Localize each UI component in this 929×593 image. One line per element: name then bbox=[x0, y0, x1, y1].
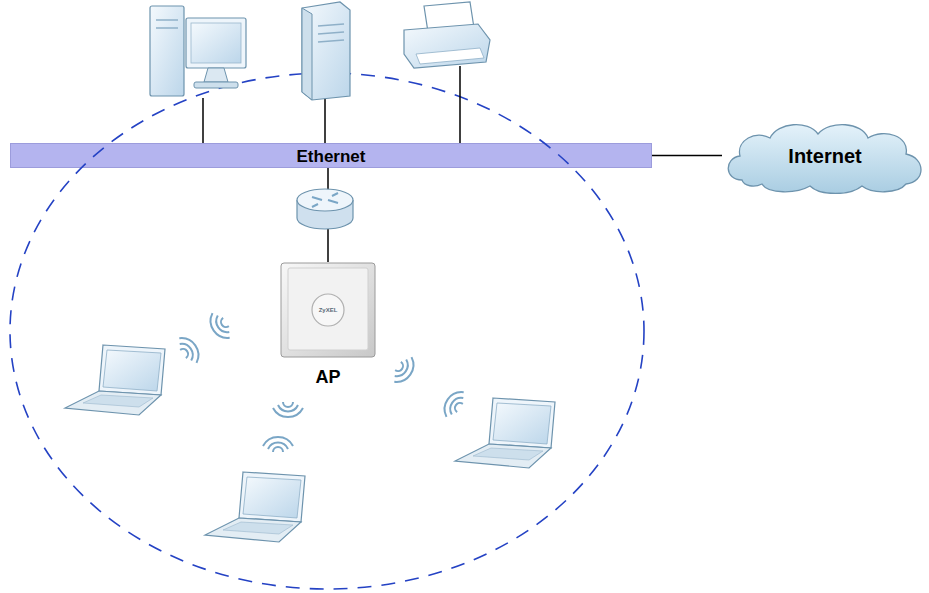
waves-bottom-ap bbox=[273, 402, 303, 417]
device-links bbox=[203, 66, 460, 143]
printer bbox=[404, 24, 490, 68]
internet-cloud: Internet bbox=[722, 118, 928, 194]
server-tower bbox=[302, 8, 312, 100]
server-tower bbox=[318, 32, 344, 34]
waves-left-ap bbox=[205, 310, 234, 343]
desktop-computer bbox=[194, 82, 238, 88]
laptop-bottom bbox=[205, 472, 305, 542]
desktop-computer bbox=[156, 27, 178, 29]
router-icon bbox=[312, 193, 338, 207]
printer bbox=[424, 2, 474, 32]
desktop-computer bbox=[191, 23, 241, 63]
node-label: ZyXEL bbox=[280, 305, 376, 315]
desktop-computer bbox=[150, 6, 184, 96]
node-label: Internet bbox=[722, 118, 928, 194]
node-caption: AP bbox=[280, 366, 376, 388]
ethernet-band: Ethernet bbox=[10, 143, 652, 168]
laptop-left bbox=[65, 345, 165, 415]
network-link bbox=[652, 155, 722, 157]
server-tower bbox=[318, 24, 344, 26]
waves-right-client bbox=[439, 387, 468, 420]
ap-casing bbox=[281, 263, 375, 357]
node-label: Ethernet bbox=[11, 144, 651, 169]
access-point: ZyXELAP bbox=[280, 262, 376, 358]
waves-left-client bbox=[174, 333, 203, 366]
waves-right-ap bbox=[389, 354, 418, 387]
waves-bottom-client bbox=[263, 437, 293, 452]
network-link bbox=[327, 168, 329, 262]
desktop-computer bbox=[150, 6, 246, 96]
router-icon bbox=[297, 200, 353, 229]
printer bbox=[416, 48, 484, 64]
server-tower bbox=[302, 2, 350, 100]
desktop-computer bbox=[186, 18, 246, 68]
server-tower bbox=[302, 2, 350, 100]
desktop-computer bbox=[156, 19, 178, 21]
server-tower bbox=[318, 40, 344, 42]
printer bbox=[404, 2, 490, 68]
router-icon bbox=[297, 189, 353, 211]
device-links bbox=[202, 98, 204, 143]
desktop-computer bbox=[204, 68, 228, 82]
router-icon bbox=[297, 189, 353, 229]
device-links bbox=[459, 66, 461, 143]
device-links bbox=[324, 96, 326, 143]
laptop-right bbox=[455, 398, 555, 468]
